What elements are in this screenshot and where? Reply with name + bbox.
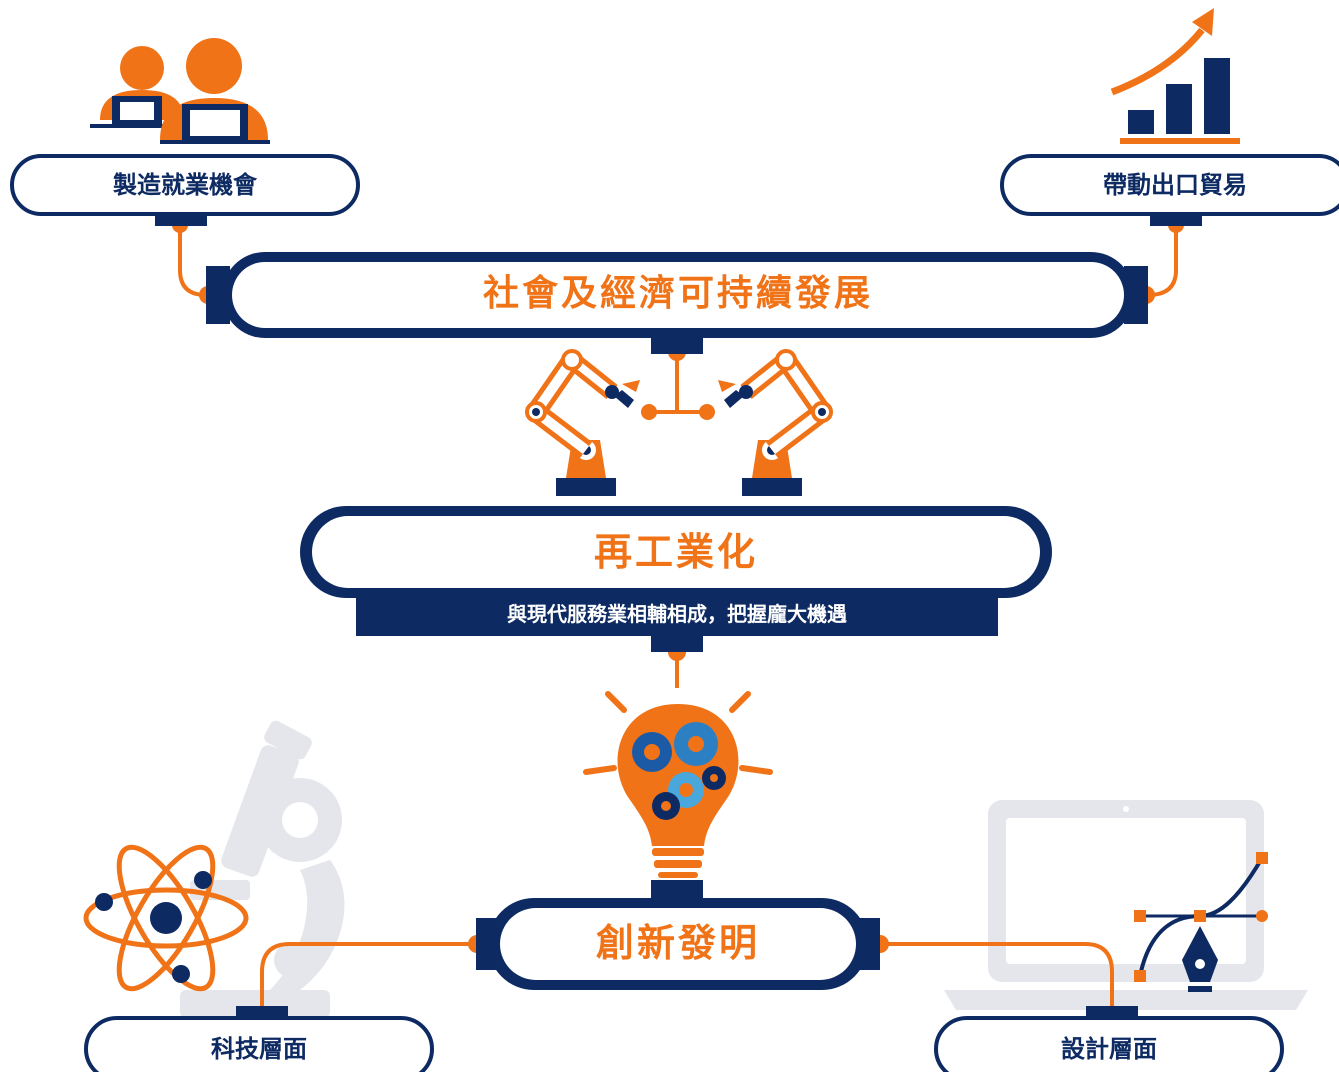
laptop-icon	[944, 800, 1308, 1010]
label-jobs: 製造就業機會	[113, 171, 257, 199]
node-export	[1000, 154, 1339, 226]
node-innovation	[476, 880, 880, 990]
label-export: 帶動出口貿易	[1103, 171, 1247, 199]
label-tech: 科技層面	[211, 1035, 307, 1063]
label-sustainable: 社會及經濟可持續發展	[482, 273, 873, 314]
connector-lines	[178, 225, 1178, 1012]
node-jobs	[10, 154, 360, 226]
people-at-laptops-icon	[90, 38, 270, 144]
label-design: 設計層面	[1061, 1035, 1157, 1063]
label-innovation: 創新發明	[595, 921, 760, 965]
robotic-arms-icon	[525, 349, 833, 496]
label-reindustrial-sub: 與現代服務業相輔相成，把握龐大機遇	[507, 602, 847, 626]
vector-pen-tool-icon	[1134, 852, 1268, 992]
label-reindustrial: 再工業化	[593, 530, 758, 574]
gear-lightbulb-icon	[583, 691, 773, 878]
node-reindustrial	[300, 506, 1052, 652]
growth-chart-icon	[1110, 8, 1240, 144]
microscope-icon	[180, 720, 345, 1018]
atom-icon	[83, 844, 249, 992]
node-sustainable	[206, 252, 1148, 354]
node-tech	[84, 1006, 434, 1072]
node-design	[934, 1006, 1284, 1072]
